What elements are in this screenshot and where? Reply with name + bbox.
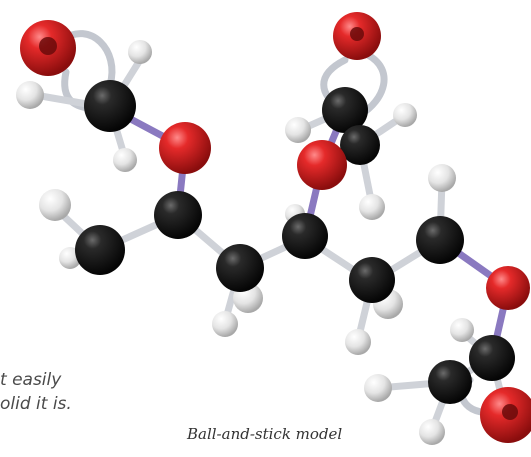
cropped-text-line-1: t easily	[0, 370, 62, 390]
cropped-body-text: t easily olid it is.	[0, 368, 72, 416]
oxygen-atoms	[20, 12, 531, 443]
cropped-text-line-2: olid it is.	[0, 394, 72, 414]
figure-caption: Ball-and-stick model	[187, 425, 343, 443]
carbon-atoms	[75, 80, 515, 404]
